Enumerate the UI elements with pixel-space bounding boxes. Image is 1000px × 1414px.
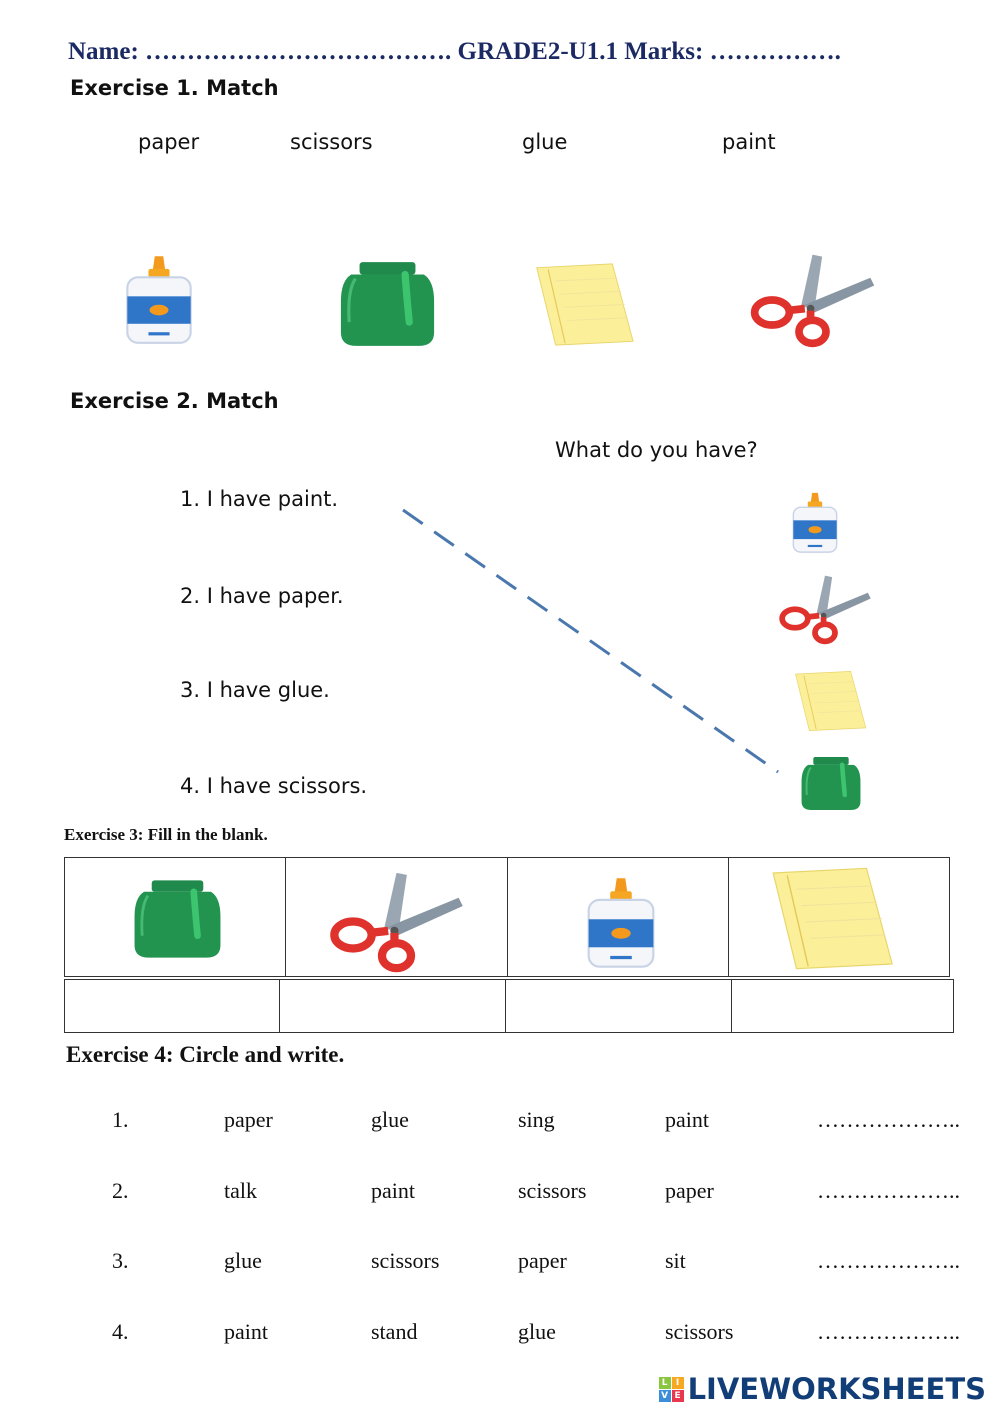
logo-tile: L xyxy=(658,1376,671,1389)
exercise2-title: Exercise 2. Match xyxy=(70,389,279,413)
word-option[interactable]: glue xyxy=(224,1248,262,1273)
word-paint[interactable]: paint xyxy=(722,130,776,154)
row-number: 1. xyxy=(112,1107,129,1132)
logo-text: LIVEWORKSHEETS xyxy=(687,1372,986,1406)
sentence-4[interactable]: 4. I have scissors. xyxy=(180,774,368,798)
logo-tiles: L I V E xyxy=(658,1376,684,1402)
picture-table xyxy=(63,857,951,977)
answer-blank[interactable]: ……………….. xyxy=(817,1178,960,1203)
word-option[interactable]: talk xyxy=(224,1178,257,1203)
answer-cell-3[interactable] xyxy=(505,979,732,1033)
word-option[interactable]: scissors xyxy=(518,1178,587,1203)
word-paper[interactable]: paper xyxy=(138,130,200,154)
paper-icon xyxy=(759,866,904,971)
word-scissors[interactable]: scissors xyxy=(290,130,373,154)
header-line: Name: ………………………………. GRADE2-U1.1 Marks: …… xyxy=(68,38,841,65)
answer-cell-4[interactable] xyxy=(731,979,954,1033)
answer-blank[interactable]: ……………….. xyxy=(817,1319,960,1344)
paper-icon[interactable] xyxy=(525,262,643,347)
word-option[interactable]: sing xyxy=(518,1107,555,1132)
exercise1-title: Exercise 1. Match xyxy=(70,76,279,100)
word-option[interactable]: paint xyxy=(665,1107,709,1132)
answer-cell-1[interactable] xyxy=(64,979,280,1033)
scissors-icon[interactable] xyxy=(775,572,875,645)
word-option[interactable]: paint xyxy=(224,1319,268,1344)
answer-blank[interactable]: ……………….. xyxy=(817,1107,960,1132)
glue-icon xyxy=(576,874,666,971)
word-option[interactable]: paper xyxy=(224,1107,273,1132)
paint-jar-icon[interactable] xyxy=(330,260,445,348)
sentence-1[interactable]: 1. I have paint. xyxy=(180,487,339,511)
logo-tile: V xyxy=(658,1389,671,1402)
exercise3-title: Exercise 3: Fill in the blank. xyxy=(64,825,268,844)
row-number: 3. xyxy=(112,1248,129,1273)
word-option[interactable]: stand xyxy=(371,1319,418,1344)
word-option[interactable]: paper xyxy=(665,1178,714,1203)
word-option[interactable]: paper xyxy=(518,1248,567,1273)
word-option[interactable]: scissors xyxy=(665,1319,734,1344)
exercise4-title: Exercise 4: Circle and write. xyxy=(66,1042,345,1067)
paper-icon[interactable] xyxy=(788,670,872,732)
scissors-icon xyxy=(324,868,469,973)
word-option[interactable]: glue xyxy=(518,1319,556,1344)
sentence-2[interactable]: 2. I have paper. xyxy=(180,584,344,608)
word-glue[interactable]: glue xyxy=(522,130,568,154)
exercise2-question: What do you have? xyxy=(555,438,758,462)
logo-tile: I xyxy=(671,1376,684,1389)
glue-icon[interactable] xyxy=(115,252,203,347)
scissors-icon[interactable] xyxy=(745,250,880,348)
row-number: 4. xyxy=(112,1319,129,1344)
word-option[interactable]: glue xyxy=(371,1107,409,1132)
word-option[interactable]: sit xyxy=(665,1248,686,1273)
word-option[interactable]: paint xyxy=(371,1178,415,1203)
logo-tile: E xyxy=(671,1389,684,1402)
answer-table xyxy=(64,979,954,1033)
sentence-3[interactable]: 3. I have glue. xyxy=(180,678,330,702)
liveworksheets-logo: L I V E LIVEWORKSHEETS xyxy=(658,1372,986,1406)
word-option[interactable]: scissors xyxy=(371,1248,440,1273)
paint-jar-icon[interactable] xyxy=(795,752,867,815)
answer-blank[interactable]: ……………….. xyxy=(817,1248,960,1273)
paint-jar-icon xyxy=(125,874,230,964)
row-number: 2. xyxy=(112,1178,129,1203)
answer-cell-2[interactable] xyxy=(279,979,506,1033)
glue-icon[interactable] xyxy=(785,490,845,555)
